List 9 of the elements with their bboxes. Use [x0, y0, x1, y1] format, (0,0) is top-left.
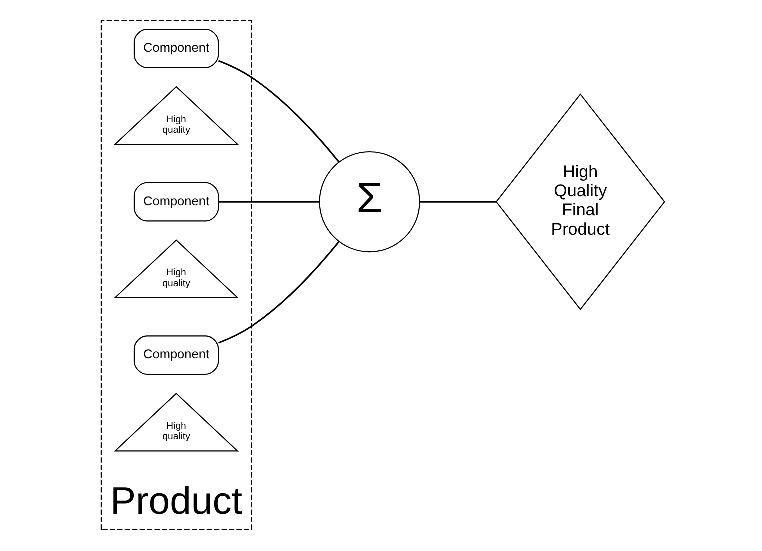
node-box: Component [133, 336, 219, 376]
node-box: Component [133, 29, 219, 68]
connector [218, 241, 340, 344]
node-diamond: High Quality Final Product [495, 94, 665, 310]
connector [218, 60, 340, 163]
connector [420, 201, 496, 203]
node-circle: Σ [318, 151, 420, 253]
node-box: Component [133, 182, 219, 222]
connector [218, 201, 320, 203]
